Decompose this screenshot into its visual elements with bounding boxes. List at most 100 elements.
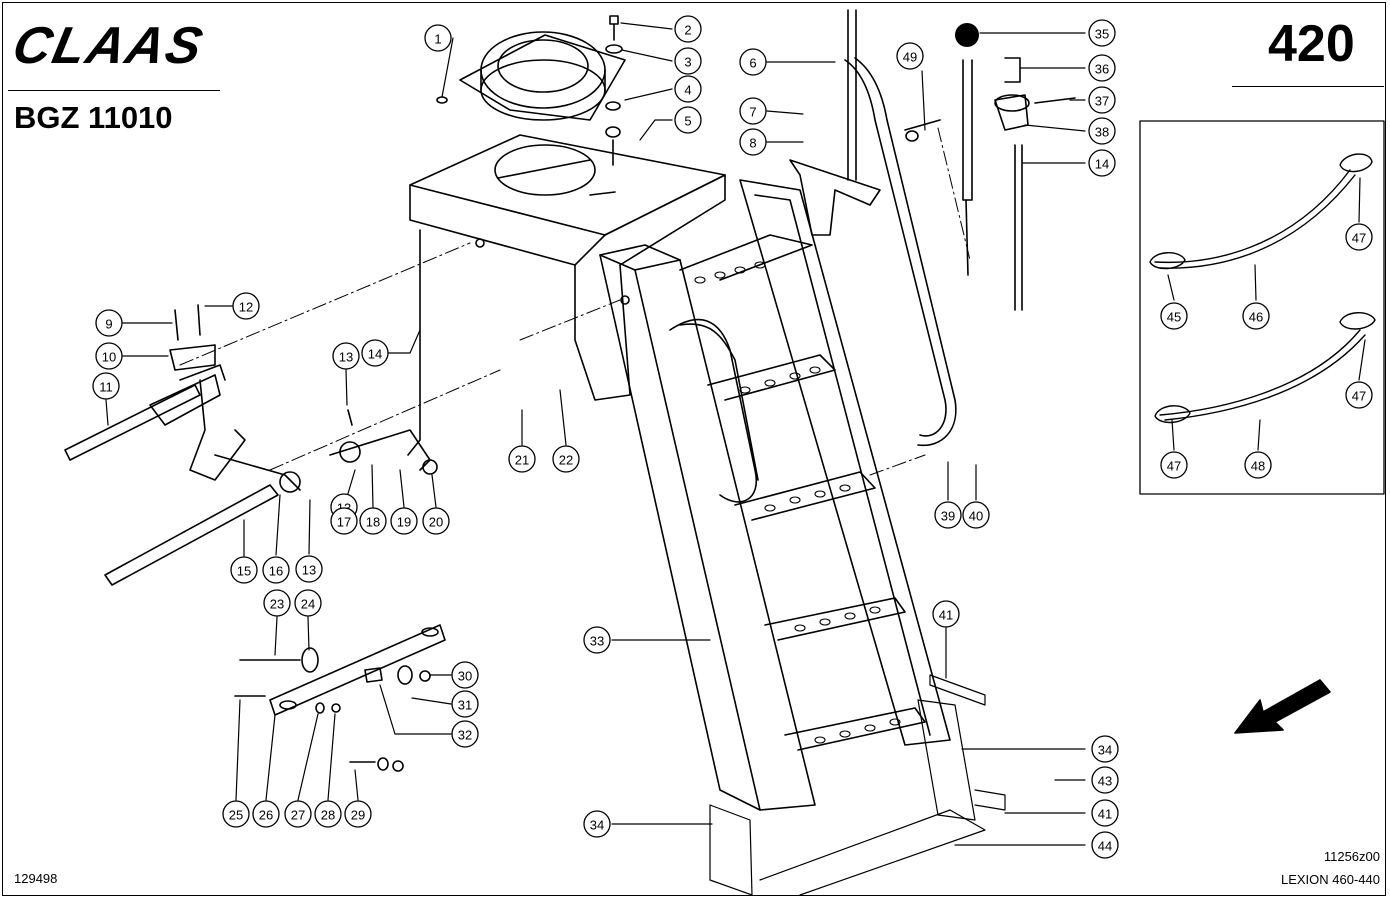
callout-circle — [1088, 149, 1116, 177]
callout-47: 47 — [1345, 223, 1373, 251]
callout-45: 45 — [1160, 302, 1188, 330]
callout-circle — [451, 661, 479, 689]
callout-number: 14 — [368, 347, 382, 362]
callout-circle — [92, 372, 120, 400]
callout-47: 47 — [1345, 381, 1373, 409]
callout-9: 9 — [95, 309, 123, 337]
callout-36: 36 — [1088, 54, 1116, 82]
callout-13: 13 — [295, 555, 323, 583]
callout-number: 39 — [941, 509, 955, 524]
callout-number: 48 — [1251, 459, 1265, 474]
callout-number: 5 — [684, 114, 691, 129]
bolt-2 — [436, 15, 623, 166]
callout-number: 13 — [302, 563, 316, 578]
callout-number: 25 — [229, 808, 243, 823]
callout-number: 40 — [969, 509, 983, 524]
callout-14: 14 — [361, 339, 389, 367]
callout-circle — [962, 501, 990, 529]
callout-32: 32 — [451, 720, 479, 748]
callout-number: 1 — [434, 32, 441, 47]
callout-number: 21 — [515, 453, 529, 468]
callout-circle — [583, 810, 611, 838]
callout-circle — [739, 48, 767, 76]
callout-number: 9 — [105, 317, 112, 332]
callout-circle — [1091, 799, 1119, 827]
callout-circle — [1345, 223, 1373, 251]
callout-4: 4 — [674, 75, 702, 103]
callout-circle — [552, 445, 580, 473]
callout-number: 43 — [1098, 774, 1112, 789]
callout-number: 6 — [749, 56, 756, 71]
callout-circle — [230, 556, 258, 584]
callout-circle — [739, 97, 767, 125]
callout-number: 46 — [1249, 310, 1263, 325]
callout-33: 33 — [583, 626, 611, 654]
callout-circle — [1088, 117, 1116, 145]
callout-circle — [295, 555, 323, 583]
callout-circle — [896, 42, 924, 70]
callout-31: 31 — [451, 690, 479, 718]
callout-circle — [1244, 451, 1272, 479]
callout-10: 10 — [95, 342, 123, 370]
callout-circle — [1242, 302, 1270, 330]
page-number: 420 — [1268, 15, 1355, 73]
drawing-code: 11256z00 — [1323, 849, 1380, 864]
lock-pin-assembly — [904, 57, 1076, 311]
inset-box — [1139, 120, 1385, 495]
callout-46: 46 — [1242, 302, 1270, 330]
callout-circle — [1160, 302, 1188, 330]
callout-8: 8 — [739, 128, 767, 156]
callout-circle — [95, 342, 123, 370]
callout-number: 2 — [684, 23, 691, 38]
callout-2: 2 — [674, 15, 702, 43]
callout-47: 47 — [1160, 451, 1188, 479]
callout-circle — [674, 15, 702, 43]
callout-number: 27 — [291, 808, 305, 823]
callout-circle — [932, 600, 960, 628]
callout-43: 43 — [1091, 766, 1119, 794]
callout-19: 19 — [390, 507, 418, 535]
callout-circle — [451, 690, 479, 718]
callout-number: 32 — [458, 728, 472, 743]
callout-number: 47 — [1167, 459, 1181, 474]
callout-number: 44 — [1098, 839, 1112, 854]
callout-circle — [1088, 54, 1116, 82]
linkage-bar — [234, 624, 446, 772]
callout-circle — [674, 106, 702, 134]
direction-arrow — [1234, 679, 1331, 734]
callout-34: 34 — [583, 810, 611, 838]
callout-circle — [232, 292, 260, 320]
callout-circle — [1091, 735, 1119, 763]
callout-circle — [583, 626, 611, 654]
callout-circle — [424, 24, 452, 52]
callout-39: 39 — [934, 501, 962, 529]
callout-circle — [314, 800, 342, 828]
callout-circle — [284, 800, 312, 828]
page-number-rule — [1232, 86, 1384, 87]
callout-3: 3 — [674, 47, 702, 75]
callout-14: 14 — [1088, 149, 1116, 177]
callout-number: 18 — [366, 515, 380, 530]
callout-circle — [359, 507, 387, 535]
callout-number: 16 — [269, 564, 283, 579]
callout-48: 48 — [1244, 451, 1272, 479]
platform-body — [409, 134, 726, 401]
callout-circle — [294, 589, 322, 617]
callout-25: 25 — [222, 800, 250, 828]
callout-number: 47 — [1352, 389, 1366, 404]
callout-circle — [674, 75, 702, 103]
footer-left-code: 129498 — [14, 871, 58, 886]
callout-number: 7 — [749, 105, 756, 120]
callout-circle — [263, 589, 291, 617]
callout-41: 41 — [932, 600, 960, 628]
callout-number: 41 — [939, 608, 953, 623]
callout-11: 11 — [92, 372, 120, 400]
handrail — [789, 9, 957, 447]
callout-number: 20 — [429, 515, 443, 530]
callout-23: 23 — [263, 589, 291, 617]
callout-circle — [390, 507, 418, 535]
callout-number: 23 — [270, 597, 284, 612]
callout-circle — [95, 309, 123, 337]
